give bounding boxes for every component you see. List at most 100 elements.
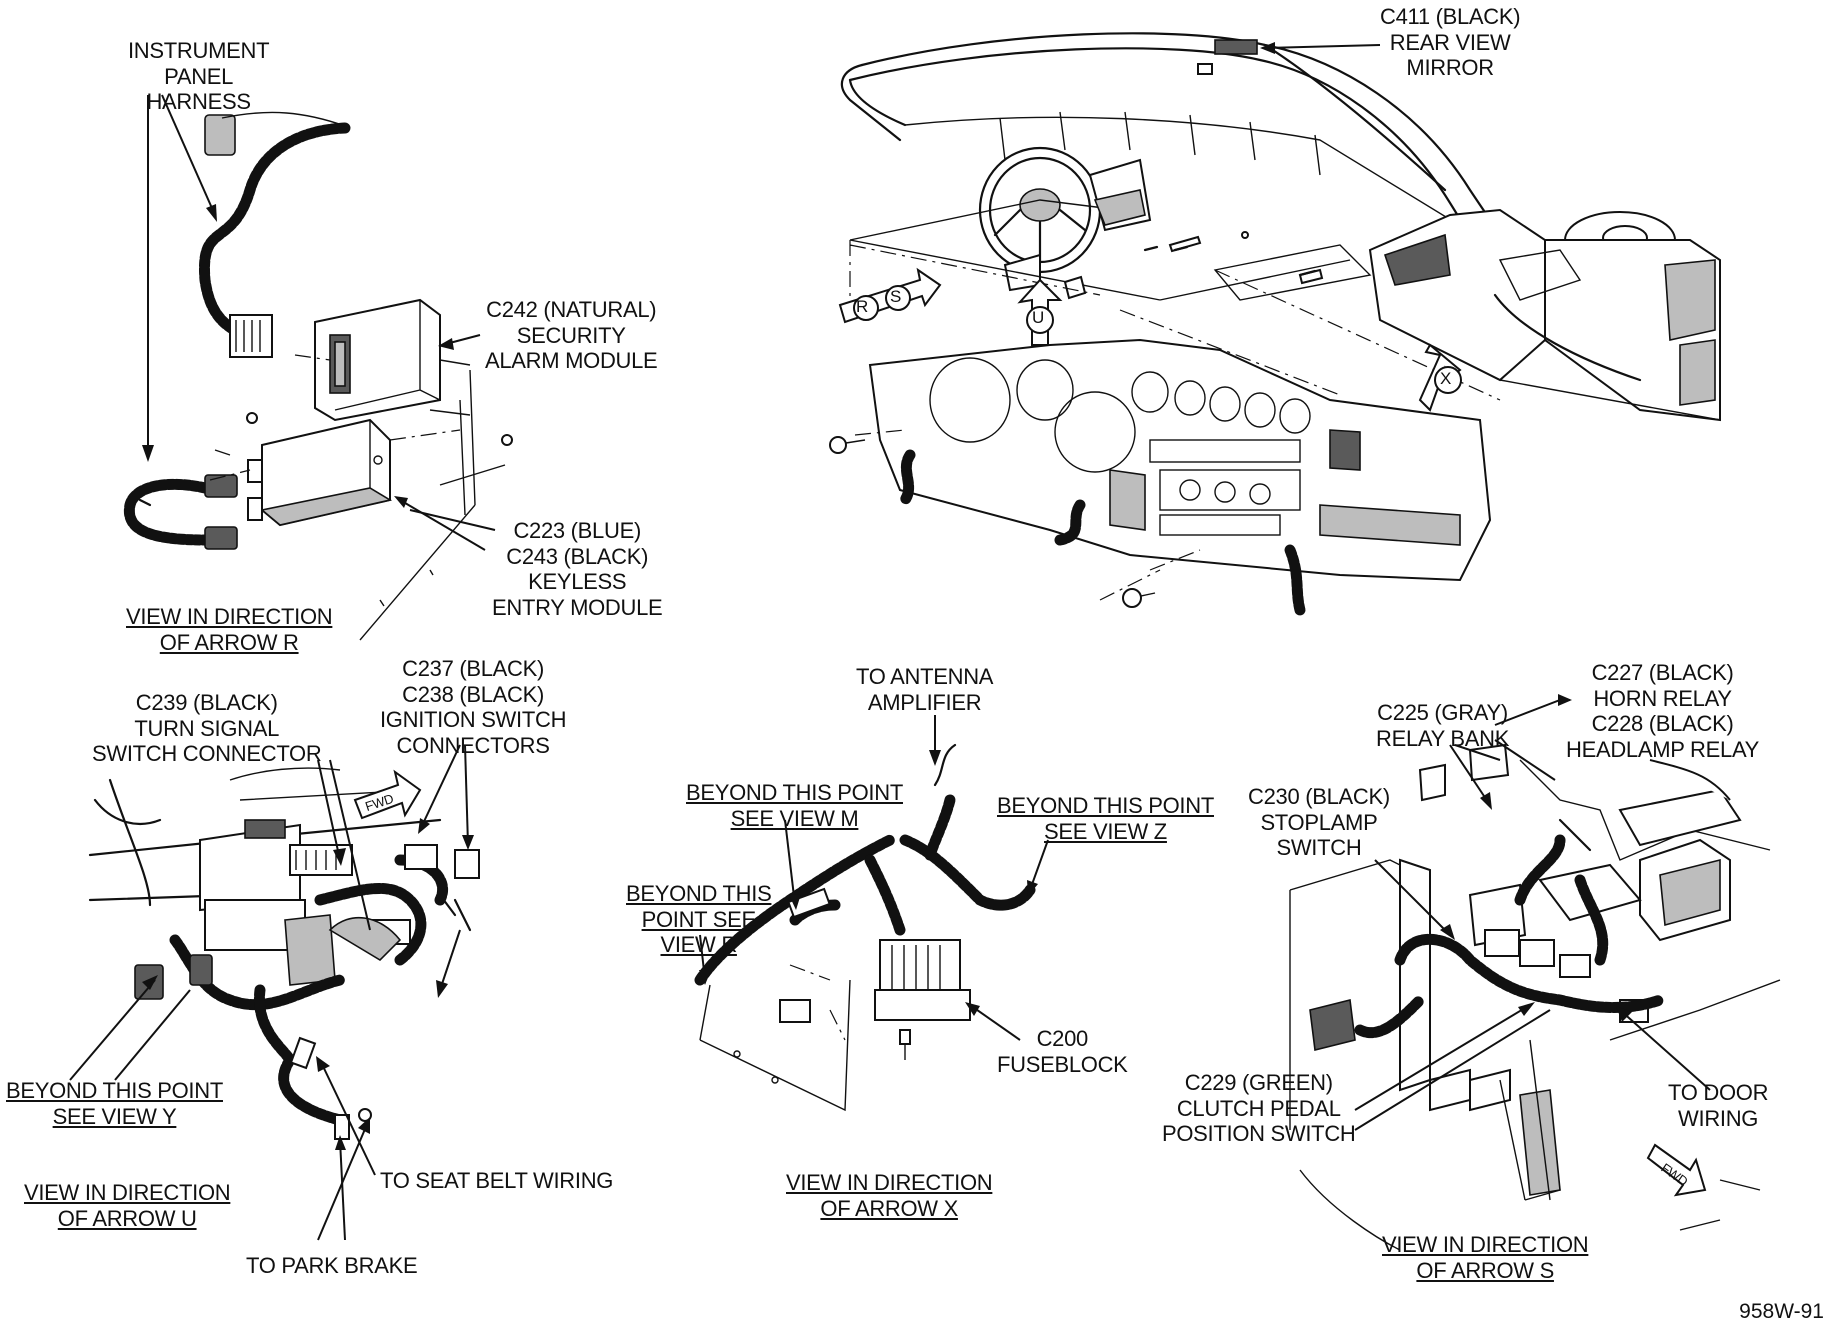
- label-line: C227 (BLACK): [1591, 660, 1734, 685]
- label-line: RELAY BANK: [1376, 725, 1510, 751]
- label-line: C237 (BLACK): [402, 656, 545, 681]
- screws-top-right: [829, 245, 1317, 608]
- label-line: C411 (BLACK): [1380, 4, 1521, 29]
- label-line: SEE VIEW Z: [1044, 818, 1167, 844]
- label-to-park-brake: TO PARK BRAKE: [246, 1253, 418, 1279]
- label-line: MIRROR: [1406, 55, 1494, 80]
- label-line: VIEW IN DIRECTION: [1382, 1232, 1589, 1257]
- label-line: C239 (BLACK): [135, 690, 278, 715]
- label-line: C230 (BLACK): [1248, 784, 1390, 809]
- label-line: C242 (NATURAL): [486, 297, 657, 322]
- leaders-bottom-right: [1354, 694, 1711, 1131]
- label-to-seat-belt-wiring: TO SEAT BELT WIRING: [380, 1168, 613, 1194]
- label-line: CLUTCH PEDAL: [1176, 1095, 1341, 1121]
- label-line: FUSEBLOCK: [997, 1051, 1128, 1077]
- connector-harness-left: [123, 474, 238, 550]
- dash-dashed-lines: [849, 240, 1501, 601]
- label-line: OF ARROW R: [159, 629, 299, 655]
- label-line: KEYLESS: [528, 569, 627, 594]
- label-line: VIEW IN DIRECTION: [786, 1170, 993, 1195]
- label-line: STOPLAMP: [1260, 809, 1378, 835]
- label-line: SEE VIEW Y: [52, 1103, 177, 1129]
- label-line: PANEL: [164, 63, 234, 89]
- label-line: C243 (BLACK): [506, 543, 649, 569]
- security-alarm-module-drawing: [294, 298, 441, 422]
- label-line: C238 (BLACK): [402, 681, 545, 707]
- label-line: TO PARK BRAKE: [246, 1253, 418, 1278]
- label-line: C229 (GREEN): [1184, 1070, 1333, 1095]
- label-line: HARNESS: [146, 89, 251, 114]
- label-line: INSTRUMENT: [128, 38, 270, 63]
- label-line: OF ARROW U: [57, 1205, 197, 1231]
- label-line: BEYOND THIS POINT: [686, 780, 903, 805]
- arrow-letter-x: X: [1440, 369, 1452, 388]
- label-c225-relay-bank: C225 (GRAY)RELAY BANK: [1376, 700, 1509, 751]
- dash-right-assembly-drawing: [1368, 208, 1721, 422]
- view-arrow-x: [1418, 343, 1462, 412]
- label-line: HEADLAMP RELAY: [1566, 736, 1760, 762]
- label-line: C223 (BLUE): [513, 518, 641, 543]
- label-line: BEYOND THIS: [626, 881, 772, 906]
- steering-column-drawing: [88, 767, 480, 1140]
- label-line: SEE VIEW M: [730, 805, 859, 831]
- fuseblock-view-drawing: [694, 743, 1036, 1112]
- label-line: TO ANTENNA: [856, 664, 994, 689]
- leaders-bottom-center: [699, 715, 1049, 1041]
- label-line: TO SEAT BELT WIRING: [380, 1168, 614, 1193]
- fwd-arrow-bottom-right: [1646, 1143, 1707, 1197]
- relay-pedal-view-drawing: [1289, 743, 1781, 1251]
- label-line: SECURITY: [516, 322, 626, 348]
- label-line: WIRING: [1678, 1105, 1759, 1131]
- label-line: OF ARROW X: [820, 1195, 958, 1221]
- label-line: C228 (BLACK): [1591, 711, 1734, 736]
- label-line: SWITCH CONNECTOR: [92, 741, 322, 766]
- label-line: OF ARROW S: [1416, 1257, 1554, 1283]
- view-arrow-r-s: [838, 267, 942, 324]
- label-line: HORN RELAY: [1593, 685, 1732, 711]
- instrument-panel-harness-drawing: [198, 111, 351, 358]
- label-line: POINT SEE: [641, 906, 757, 932]
- label-line: ENTRY MODULE: [492, 594, 663, 620]
- view-arrow-u: [1017, 278, 1063, 346]
- leaders-top-left: [142, 94, 496, 551]
- label-line: VIEW R: [660, 932, 738, 957]
- windshield-frame-drawing: [840, 32, 1552, 322]
- label-line: IGNITION SWITCH: [380, 707, 567, 732]
- leaders-top-right: [1260, 42, 1381, 54]
- label-line: BEYOND THIS POINT: [997, 793, 1214, 818]
- label-line: TO DOOR: [1668, 1080, 1769, 1105]
- label-line: REAR VIEW: [1389, 29, 1511, 55]
- instrument-cluster-panel-drawing: [868, 338, 1492, 616]
- keyless-entry-module-drawing: [247, 418, 393, 527]
- label-line: AMPLIFIER: [867, 689, 982, 715]
- label-line: C225 (GRAY): [1377, 700, 1508, 725]
- label-line: SWITCH: [1276, 835, 1362, 860]
- leaders-bottom-left: [69, 744, 474, 1241]
- arrow-letter-u: U: [1032, 308, 1044, 327]
- mounting-bracket-lines: [209, 359, 513, 641]
- fwd-arrow-bottom-left: [353, 769, 422, 820]
- dash-upper-drawing: [849, 158, 1372, 301]
- label-line: POSITION SWITCH: [1162, 1121, 1356, 1146]
- figure-reference: 958W-91: [1739, 1300, 1824, 1323]
- label-line: TURN SIGNAL: [134, 715, 280, 741]
